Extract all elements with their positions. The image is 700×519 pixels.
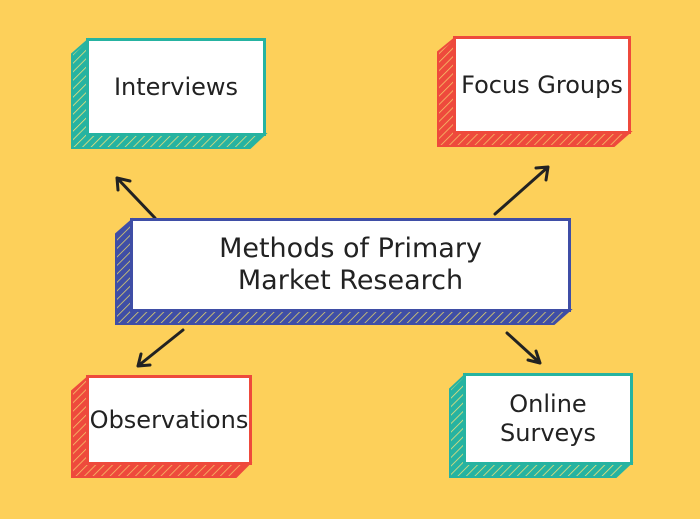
online-surveys-line1: Online (509, 390, 587, 419)
center-title-line2: Market Research (237, 265, 464, 296)
focus-groups-node: Focus Groups (453, 36, 631, 134)
online-surveys-node: Online Surveys (463, 373, 633, 465)
interviews-label: Interviews (113, 72, 239, 101)
interviews-node: Interviews (86, 38, 266, 136)
observations-node: Observations (86, 375, 252, 465)
focus-groups-label: Focus Groups (461, 70, 623, 99)
online-surveys-line2: Surveys (500, 419, 596, 447)
observations-label: Observations (89, 405, 249, 434)
center-node: Methods of Primary Market Research (130, 218, 571, 312)
center-title-line1: Methods of Primary (219, 232, 482, 264)
